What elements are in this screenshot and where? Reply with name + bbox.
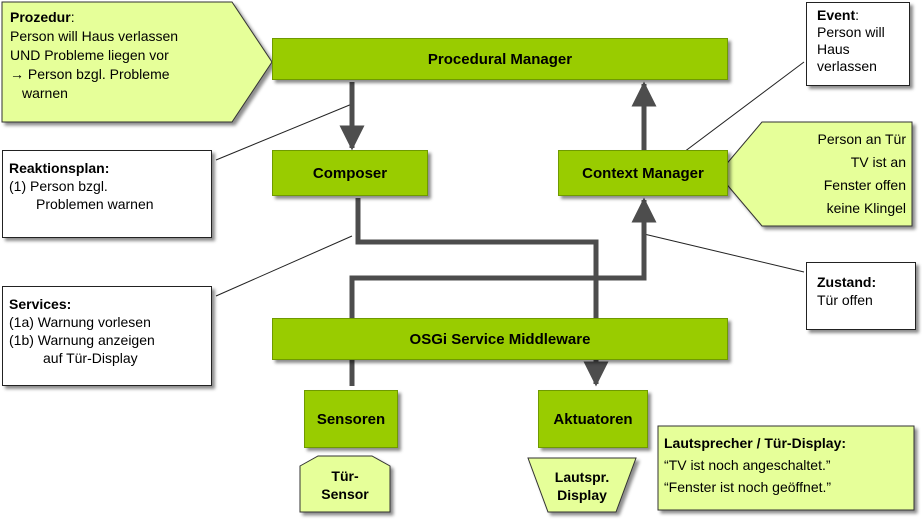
flow-composer-to-aktuatoren [355,198,609,387]
zustand-leader-line [643,233,805,273]
tuer-sensor-shape [299,455,391,513]
zustand-note: Zustand: Tür offen [806,262,916,330]
event-line: Person will [817,24,885,40]
event-line: Haus [817,41,850,57]
services-note: Services: (1a) Warnung vorlesen (1b) War… [2,286,212,386]
aktuatoren-label: Aktuatoren [553,410,633,428]
context-input-text: Person an Tür TV ist an Fenster offen ke… [770,128,906,220]
context-input-line: Person an Tür [817,131,906,147]
reaktionsplan-note: Reaktionsplan: (1) Person bzgl. Probleme… [2,150,212,238]
output-line: “TV ist noch angeschaltet.” [664,457,831,473]
context-manager-label: Context Manager [582,164,704,182]
procedural-manager-label: Procedural Manager [427,50,573,68]
context-input-line: TV ist an [850,154,906,170]
reaktionsplan-leader-line [215,103,353,161]
prozedur-line: → Person bzgl. Probleme [10,66,170,82]
output-callout-shape [657,425,915,511]
lautsprecher-display-label: Lautspr. Display [554,469,610,503]
osgi-middleware-box: OSGi Service Middleware [272,318,728,360]
zustand-line: Tür offen [817,292,873,308]
prozedur-title: Prozedur [10,9,71,25]
services-line: auf Tür-Display [43,350,138,366]
prozedur-callout-text: Prozedur: Person will Haus verlassen UND… [10,8,238,103]
osgi-middleware-label: OSGi Service Middleware [409,330,591,348]
event-note: Event: Person will Haus verlassen [806,2,910,86]
output-line: “Fenster ist noch geöffnet.” [664,479,832,495]
output-callout-text: Lautsprecher / Tür-Display: “TV ist noch… [664,432,914,498]
prozedur-line: warnen [22,85,68,101]
event-title: Event [817,7,856,23]
reaktionsplan-title: Reaktionsplan: [9,160,110,176]
services-line: (1b) Warnung anzeigen [9,332,155,348]
services-line: (1a) Warnung vorlesen [9,314,151,330]
procedural-manager-box: Procedural Manager [272,38,728,80]
lautsprecher-display-shape [527,457,637,513]
prozedur-line: Person will Haus verlassen [10,28,179,44]
context-manager-box: Context Manager [558,150,728,196]
reaktionsplan-line: Problemen warnen [36,196,154,212]
sensoren-box: Sensoren [304,390,398,448]
services-leader-line [215,235,353,297]
event-line: verlassen [817,58,877,74]
output-title: Lautsprecher / Tür-Display: [664,435,847,451]
context-input-line: keine Klingel [826,200,906,216]
context-input-line: Fenster offen [823,177,906,193]
composer-label: Composer [312,164,388,182]
sensoren-label: Sensoren [316,410,386,428]
composer-box: Composer [272,150,428,196]
zustand-title: Zustand: [817,274,877,290]
tuer-sensor-label: Tür- Sensor [321,468,369,502]
services-title: Services: [9,296,72,312]
prozedur-callout-shape [1,1,273,123]
prozedur-line: UND Probleme liegen vor [10,47,169,63]
reaktionsplan-line: (1) Person bzgl. [9,178,108,194]
aktuatoren-box: Aktuatoren [538,390,648,448]
